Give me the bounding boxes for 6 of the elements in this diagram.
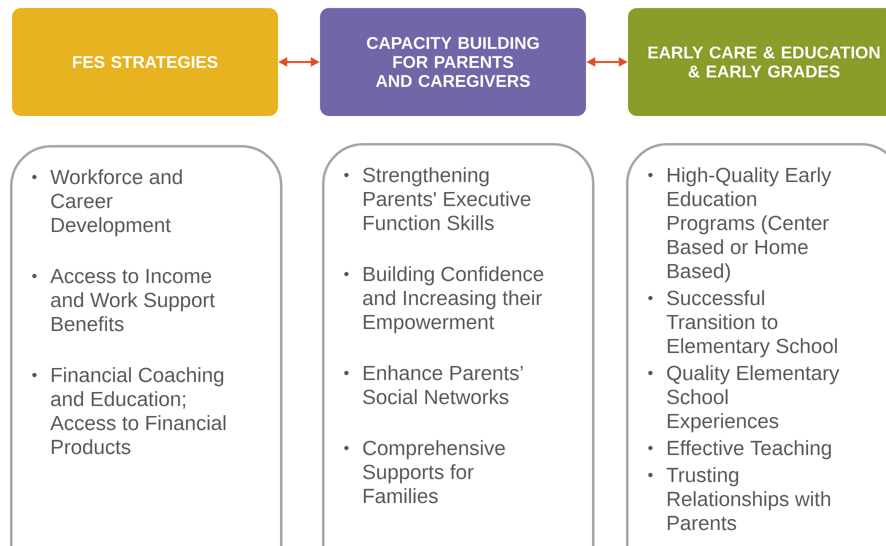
- rounded-box: High-Quality Early Education Programs (Center Based or Home Based) Successful Transition to Elementary School Quality Elementary School Experiences Effective Teaching Trusting Relationships with Parents: [626, 143, 886, 546]
- rounded-box: Strengthening Parents' Executive Function Skills Building Confidence and Increasing their Empowerment Enhance Parents’ Social Networks Comprehensive Supports for Families: [322, 143, 594, 546]
- header-box: EARLY CARE & EDUCATION & EARLY GRADES: [628, 8, 886, 116]
- header-box: FES STRATEGIES: [12, 8, 278, 116]
- rounded-box: Workforce and Career Development Access to Income and Work Support Benefits Financial Coaching and Education; Access to Financial Products: [10, 145, 282, 546]
- header-box: CAPACITY BUILDING FOR PARENTS AND CAREGIVERS: [320, 8, 586, 116]
